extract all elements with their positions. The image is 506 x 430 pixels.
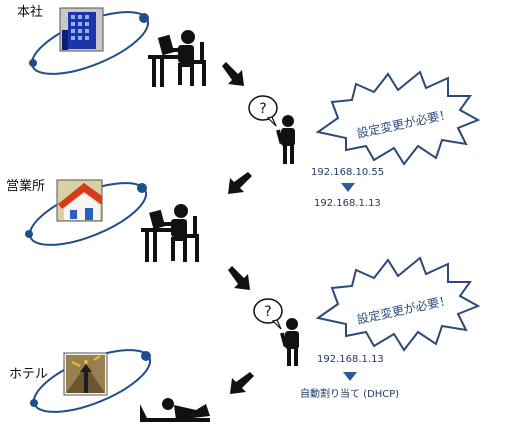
ip-change-2 — [343, 372, 357, 381]
ip-change-1 — [341, 183, 355, 192]
person-lying-down-icon — [140, 398, 210, 422]
svg-text:?: ? — [259, 101, 266, 117]
diagonal-arrow-icon — [228, 266, 250, 290]
confused-person-icon: ? — [253, 298, 299, 366]
ip-after-2: 自動割り当て (DHCP) — [300, 389, 400, 400]
hotel-icon — [63, 352, 108, 396]
location-label-branch: 営業所 — [6, 179, 46, 194]
down-triangle-icon — [343, 372, 357, 381]
worker-at-desk-icon — [148, 30, 206, 87]
worker-at-desk-icon — [141, 204, 199, 262]
svg-text:?: ? — [264, 304, 271, 320]
branch-office-icon — [56, 179, 103, 222]
speech-callout-2: 設定変更が必要！ — [315, 256, 481, 352]
diagonal-arrow-icon — [230, 372, 254, 394]
speech-callout-1: 設定変更が必要！ — [315, 70, 481, 166]
location-label-hotel: ホテル — [9, 367, 49, 382]
diagonal-arrow-icon — [222, 62, 244, 86]
ip-before-2: 192.168.1.13 — [317, 354, 384, 365]
down-triangle-icon — [341, 183, 355, 192]
ip-after-1: 192.168.1.13 — [314, 198, 381, 209]
confused-person-icon: ? — [248, 95, 295, 164]
location-label-hq: 本社 — [17, 5, 44, 20]
diagonal-arrow-icon — [228, 172, 252, 194]
ip-before-1: 192.168.10.55 — [311, 167, 385, 178]
office-building-icon — [59, 7, 104, 52]
